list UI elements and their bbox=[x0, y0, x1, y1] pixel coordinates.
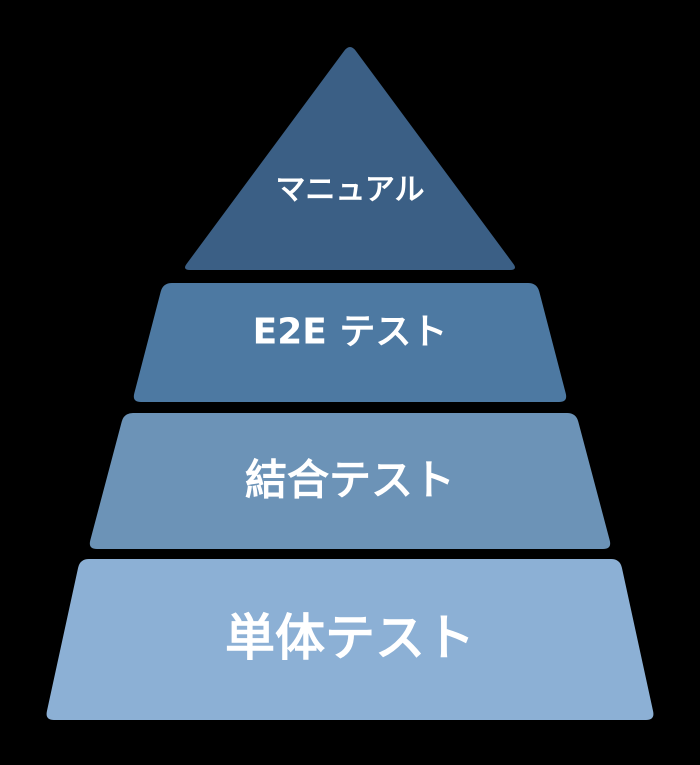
pyramid-layer-unit-label: 単体テスト bbox=[225, 609, 475, 667]
pyramid-layer-manual bbox=[185, 47, 515, 270]
pyramid-layer-e2e bbox=[133, 283, 567, 402]
pyramid-layer-unit bbox=[46, 559, 654, 720]
pyramid-layer-integration-label: 結合テスト bbox=[245, 456, 455, 505]
pyramid-layer-e2e-label: E2E テスト bbox=[253, 312, 448, 353]
pyramid-layer-manual-label: マニュアル bbox=[275, 173, 424, 208]
pyramid-layer-integration bbox=[89, 413, 611, 549]
